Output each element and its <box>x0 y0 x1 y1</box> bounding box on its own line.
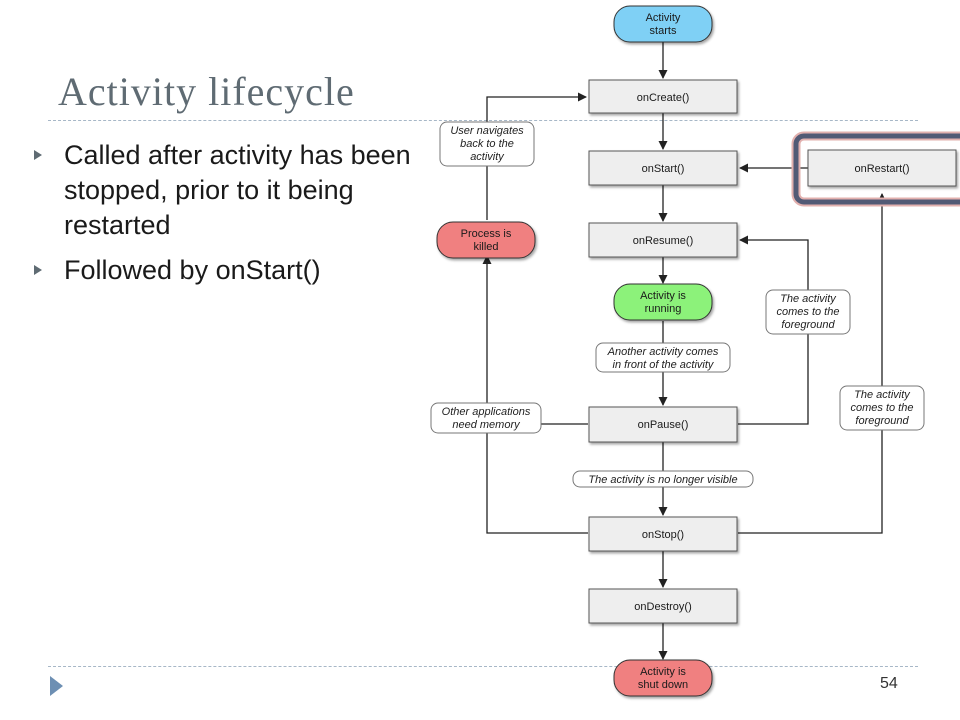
footer-divider <box>48 666 918 667</box>
note-label: The activity is no longer visible <box>588 474 737 486</box>
node-label: Process is <box>461 228 512 240</box>
note-label: Another activity comes <box>607 346 719 358</box>
note-another-activity-front: Another activity comes in front of the a… <box>595 342 731 373</box>
node-onstart: onStart() <box>588 150 738 186</box>
node-label: onPause() <box>638 419 689 431</box>
node-label: onResume() <box>633 235 694 247</box>
node-onrestart: onRestart() <box>807 149 957 187</box>
node-label: running <box>645 303 682 315</box>
node-activity-starts: Activity starts <box>613 5 713 43</box>
node-label: Activity is <box>640 666 686 678</box>
node-oncreate: onCreate() <box>588 79 738 114</box>
node-ondestroy: onDestroy() <box>588 588 738 624</box>
note-user-navigates-back: User navigates back to the activity <box>439 121 535 167</box>
note-label: The activity <box>854 389 911 401</box>
note-label: comes to the <box>777 306 840 318</box>
note-label: in front of the activity <box>613 359 715 371</box>
arrow-onstop-to-onrestart <box>738 193 887 534</box>
note-label: Other applications <box>442 406 531 418</box>
note-label: back to the <box>460 138 514 150</box>
bullet-item: Followed by onStart() <box>34 253 424 288</box>
note-label: foreground <box>781 319 835 331</box>
note-label: comes to the <box>851 402 914 414</box>
bullet-text: Followed by onStart() <box>64 255 321 285</box>
node-activity-shut-down: Activity is shut down <box>613 659 713 697</box>
note-foreground-from-stop: The activity comes to the foreground <box>839 385 925 431</box>
note-no-longer-visible: The activity is no longer visible <box>572 470 754 488</box>
node-process-killed: Process is killed <box>436 221 536 259</box>
onrestart-highlight-frame <box>793 133 960 205</box>
bullet-item: Called after activity has been stopped, … <box>34 138 424 243</box>
note-label: activity <box>470 151 505 163</box>
note-label: foreground <box>855 415 909 427</box>
node-label: onCreate() <box>637 92 690 104</box>
node-label: shut down <box>638 679 688 691</box>
node-activity-running: Activity is running <box>613 283 713 321</box>
arrow-onstop-to-process-killed <box>482 255 588 534</box>
footer-arrow-icon <box>50 676 63 696</box>
node-onstop: onStop() <box>588 516 738 552</box>
node-label: onDestroy() <box>634 601 691 613</box>
node-label: onRestart() <box>854 163 909 175</box>
bullet-arrow-icon <box>34 150 42 160</box>
node-label: starts <box>650 25 677 37</box>
node-label: killed <box>473 241 498 253</box>
node-label: Activity is <box>640 290 686 302</box>
note-label: User navigates <box>450 125 524 137</box>
node-label: onStart() <box>642 163 685 175</box>
title-divider <box>48 120 918 121</box>
node-onpause: onPause() <box>588 406 738 443</box>
node-label: onStop() <box>642 529 684 541</box>
arrow-process-killed-to-oncreate <box>486 92 587 220</box>
bullet-list: Called after activity has been stopped, … <box>34 138 424 298</box>
page-number: 54 <box>880 675 898 692</box>
slide-title: Activity lifecycle <box>58 69 355 114</box>
note-label: need memory <box>452 419 521 431</box>
node-onresume: onResume() <box>588 222 738 258</box>
note-label: The activity <box>780 293 837 305</box>
note-foreground-from-pause: The activity comes to the foreground <box>765 289 851 335</box>
node-label: Activity <box>646 12 681 24</box>
bullet-text: Called after activity has been stopped, … <box>64 140 411 240</box>
bullet-arrow-icon <box>34 265 42 275</box>
note-other-apps-memory: Other applications need memory <box>430 402 542 434</box>
